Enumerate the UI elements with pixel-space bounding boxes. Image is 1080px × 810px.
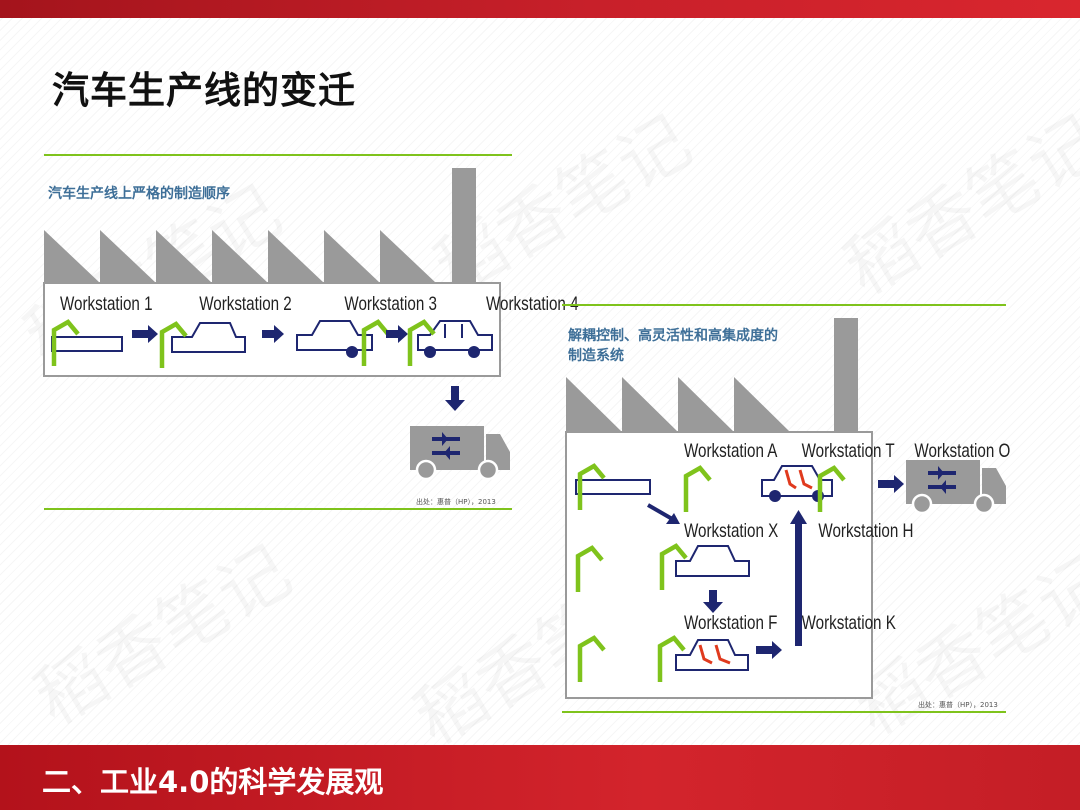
delivery-truck-icon	[904, 458, 1008, 515]
left-caption: 汽车生产线上严格的制造顺序	[48, 185, 230, 202]
arrow-up-icon	[790, 510, 807, 524]
car-chassis	[51, 336, 123, 352]
top-banner	[0, 0, 1080, 18]
workstation-o-label: Workstation O	[914, 439, 1010, 461]
factory-body-left	[43, 282, 501, 377]
section-footer-title: 二、工业4.0的科学发展观	[42, 765, 384, 799]
car-body	[296, 320, 373, 351]
arrow-down-icon	[703, 590, 723, 613]
arrow-right-icon	[262, 325, 284, 343]
workstation-2-label: Workstation 2	[199, 292, 292, 314]
workstation-a-label: Workstation A	[684, 439, 778, 461]
arrow-right-icon	[386, 325, 408, 343]
wheel-icon	[424, 346, 436, 358]
car-chassis	[575, 479, 651, 495]
left-panel: 汽车生产线上严格的制造顺序 Workstation 1 Workstation …	[43, 154, 579, 510]
wheel-icon	[769, 490, 781, 502]
workstation-3-label: Workstation 3	[344, 292, 437, 314]
arrow-diagonal	[647, 503, 675, 522]
wheel-icon	[468, 346, 480, 358]
right-source-note: 出处：惠普（HP），2013	[918, 700, 998, 709]
car-body	[675, 545, 750, 577]
arrow-right-icon	[132, 325, 158, 343]
workstation-x-label: Workstation X	[684, 519, 779, 541]
workstation-f-label: Workstation F	[684, 611, 777, 633]
factory-roof-left	[44, 168, 476, 283]
production-line-diagram: 汽车生产线上严格的制造顺序 Workstation 1 Workstation …	[43, 154, 1010, 713]
seat-parts	[784, 469, 813, 490]
workstation-4-label: Workstation 4	[486, 292, 579, 314]
workstation-1-label: Workstation 1	[60, 292, 153, 314]
left-source-note: 出处：惠普（HP），2013	[416, 497, 496, 506]
arrow-right-icon	[756, 641, 782, 659]
arrow-right-icon	[878, 475, 904, 493]
workstation-t-label: Workstation T	[802, 439, 896, 461]
wheel-icon	[346, 346, 358, 358]
seat-parts	[698, 644, 731, 665]
workstation-h-label: Workstation H	[818, 519, 913, 541]
arrow-down-icon	[445, 386, 465, 411]
right-panel: 解耦控制、高灵活性和高集成度的 制造系统 Workstation A Works…	[562, 304, 1010, 713]
car-body	[761, 465, 833, 497]
car-body	[171, 322, 246, 353]
bottom-banner: 二、工业4.0的科学发展观	[0, 745, 1080, 810]
factory-roof-right	[566, 318, 858, 432]
arrow-head-icon	[666, 513, 680, 524]
workstation-k-label: Workstation K	[802, 611, 897, 633]
right-caption-line1: 解耦控制、高灵活性和高集成度的	[568, 327, 778, 344]
slide-title: 汽车生产线的变迁	[52, 69, 356, 112]
right-caption-line2: 制造系统	[568, 347, 624, 364]
arrow-up-shaft	[795, 524, 802, 646]
delivery-truck-icon	[408, 424, 512, 481]
car-body	[417, 320, 493, 351]
